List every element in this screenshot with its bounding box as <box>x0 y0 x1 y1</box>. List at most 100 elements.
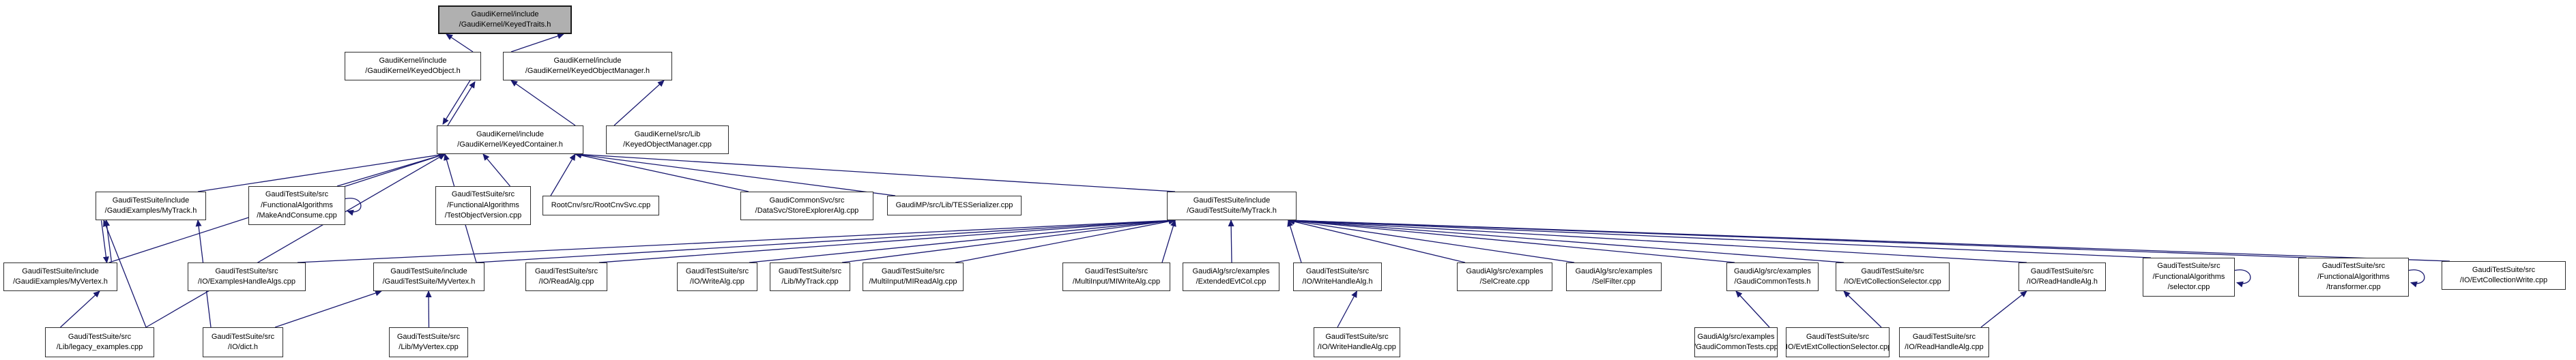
graph-node-writehandlealg-cpp[interactable]: GaudiTestSuite/src/IO/WriteHandleAlg.cpp <box>1314 327 1400 357</box>
node-label-line: GaudiTestSuite/include <box>112 196 190 205</box>
graph-node-storeexpltoreralg-cpp[interactable]: GaudiCommonSvc/src/DataSvc/StoreExplorer… <box>740 192 873 220</box>
node-label-line: GaudiKernel/include <box>471 10 539 18</box>
node-label-line: GaudiTestSuite/include <box>1193 196 1271 205</box>
node-label-line: GaudiTestSuite/include <box>22 267 99 275</box>
graph-node-transformer-cpp[interactable]: GaudiTestSuite/src/FunctionalAlgorithms/… <box>2298 258 2409 297</box>
node-label-line: /IO/dict.h <box>227 343 259 351</box>
node-label-line: GaudiKernel/include <box>553 56 622 65</box>
include-edge <box>297 217 1176 263</box>
graph-node-gaudiexamples-myvertex-h[interactable]: GaudiTestSuite/include/GaudiExamples/MyV… <box>3 262 117 291</box>
include-edge <box>446 80 476 127</box>
graph-node-testobjectversion-cpp[interactable]: GaudiTestSuite/src/FunctionalAlgorithms/… <box>435 186 531 225</box>
graph-node-legacy-examples-cpp[interactable]: GaudiTestSuite/src/Lib/legacy_examples.c… <box>45 327 154 357</box>
node-label-line: GaudiAlg/src/examples <box>1697 332 1775 341</box>
node-label-line: GaudiAlg/src/examples <box>1733 267 1812 275</box>
graph-node-evtextcollectionselector-cpp[interactable]: GaudiTestSuite/src/IO/EvtExtCollectionSe… <box>1786 327 1890 357</box>
graph-node-mireadalg-cpp[interactable]: GaudiTestSuite/src/MultiInput/MIReadAlg.… <box>863 262 964 291</box>
node-label-line: GaudiTestSuite/src <box>396 332 461 341</box>
graph-node-selector-cpp[interactable]: GaudiTestSuite/src/FunctionalAlgorithms/… <box>2143 258 2235 297</box>
graph-node-keyedcontainer-h[interactable]: GaudiKernel/include/GaudiKernel/KeyedCon… <box>437 125 583 154</box>
include-edge <box>1228 220 1234 263</box>
node-label-line: GaudiTestSuite/src <box>1325 332 1389 341</box>
node-label-line: GaudiCommonSvc/src <box>769 196 845 205</box>
graph-node-readhandlealg-cpp[interactable]: GaudiTestSuite/src/IO/ReadHandleAlg.cpp <box>1899 327 1989 357</box>
node-label-line: GaudiTestSuite/src <box>2472 265 2536 274</box>
node-label-line: /IO/WriteAlg.cpp <box>690 278 744 286</box>
include-edge <box>575 152 749 192</box>
node-label-line: /IO/EvtExtCollectionSelector.cpp <box>1786 343 1890 351</box>
include-edge <box>1980 290 2027 328</box>
include-edge <box>1288 217 1735 263</box>
graph-node-gauditestsuite-mytrack-h[interactable]: GaudiTestSuite/include/GaudiTestSuite/My… <box>1167 192 1297 220</box>
node-label-line: GaudiTestSuite/src <box>68 332 132 341</box>
node-label-line: /DataSvc/StoreExplorerAlg.cpp <box>755 207 859 215</box>
include-edge <box>1288 217 2450 262</box>
node-label-line: /GaudiTestSuite/MyTrack.h <box>1187 207 1277 215</box>
include-edge <box>1287 220 1302 263</box>
graph-node-readalg-cpp[interactable]: GaudiTestSuite/src/IO/ReadAlg.cpp <box>525 262 607 291</box>
node-label-line: /Lib/legacy_examples.cpp <box>56 343 143 351</box>
include-edge <box>482 153 510 187</box>
include-edge <box>510 33 564 52</box>
graph-node-keyedobjectmanager-cpp[interactable]: GaudiKernel/src/Lib/KeyedObjectManager.c… <box>606 125 729 154</box>
node-label-line: /ExtendedEvtCol.cpp <box>1196 278 1267 286</box>
graph-node-io-dict-h[interactable]: GaudiTestSuite/src/IO/dict.h <box>203 327 283 357</box>
graph-node-gauditestsuite-myvertex-h[interactable]: GaudiTestSuite/include/GaudiTestSuite/My… <box>373 262 484 291</box>
node-label-line: GaudiTestSuite/src <box>685 267 749 275</box>
node-label-line: GaudiTestSuite/src <box>215 267 278 275</box>
graph-node-miwritealg-cpp[interactable]: GaudiTestSuite/src/MultiInput/MIWriteAlg… <box>1062 262 1170 291</box>
node-label-line: GaudiTestSuite/src <box>778 267 842 275</box>
graph-node-writealg-cpp[interactable]: GaudiTestSuite/src/IO/WriteAlg.cpp <box>677 262 757 291</box>
graph-node-gaudicommontests-h[interactable]: GaudiAlg/src/examples/GaudiCommonTests.h <box>1726 262 1819 291</box>
include-edge <box>613 80 665 126</box>
graph-node-gaudiexamples-mytrack-h[interactable]: GaudiTestSuite/include/GaudiExamples/MyT… <box>96 192 206 220</box>
include-edge <box>1288 217 2027 263</box>
node-label-line: /FunctionalAlgorithms <box>261 200 333 209</box>
graph-node-keyedobjectmanager-h[interactable]: GaudiKernel/include/GaudiKernel/KeyedObj… <box>503 52 672 80</box>
graph-node-writehandlealg-h[interactable]: GaudiTestSuite/src/IO/WriteHandleAlg.h <box>1293 262 1382 291</box>
include-edge <box>575 151 1176 192</box>
node-label-line: /IO/ReadHandleAlg.cpp <box>1905 343 1984 351</box>
node-label-line: /GaudiKernel/KeyedObject.h <box>365 67 461 75</box>
include-edge <box>1735 290 1770 328</box>
node-label-line: /MakeAndConsume.cpp <box>257 211 337 220</box>
graph-node-keyedobject-h[interactable]: GaudiKernel/include/GaudiKernel/KeyedObj… <box>345 52 481 80</box>
graph-node-makeandconsume-cpp[interactable]: GaudiTestSuite/src/FunctionalAlgorithms/… <box>248 186 345 225</box>
node-label-line: GaudiTestSuite/src <box>1861 267 1924 275</box>
self-include-edge <box>2408 269 2425 288</box>
node-label-line: /transformer.cpp <box>2326 283 2381 292</box>
include-edge <box>1161 220 1176 263</box>
node-label-line: GaudiTestSuite/src <box>534 267 598 275</box>
node-label-line: /KeyedObjectManager.cpp <box>623 140 712 149</box>
node-label-line: /GaudiKernel/KeyedTraits.h <box>459 20 551 29</box>
node-label-line: /GaudiKernel/KeyedObjectManager.h <box>525 67 650 75</box>
graph-node-rootcnvsvc-cpp[interactable]: RootCnv/src/RootCnvSvc.cpp <box>542 196 659 215</box>
self-include-edge <box>2234 269 2251 288</box>
node-label-line: GaudiTestSuite/src <box>2157 262 2220 271</box>
graph-node-gaudicommontests-cpp[interactable]: GaudiAlg/src/examples/GaudiCommonTests.c… <box>1694 327 1778 357</box>
include-edge <box>60 290 100 328</box>
include-edge <box>1288 217 1575 263</box>
node-label-line: GaudiTestSuite/src <box>1912 332 1976 341</box>
graph-node-exampleshandlealgs-cpp[interactable]: GaudiTestSuite/src/IO/ExamplesHandleAlgs… <box>188 262 306 291</box>
node-label-line: /IO/WriteHandleAlg.cpp <box>1318 343 1396 351</box>
node-label-line: /GaudiKernel/KeyedContainer.h <box>457 140 563 149</box>
include-edge <box>145 153 446 328</box>
include-edge <box>446 33 474 52</box>
node-label-line: /IO/EvtCollectionWrite.cpp <box>2459 276 2548 284</box>
include-edge <box>575 151 896 196</box>
node-label-line: /GaudiExamples/MyVertex.h <box>13 278 108 286</box>
graph-node-selcreate-cpp[interactable]: GaudiAlg/src/examples/SelCreate.cpp <box>1457 262 1552 291</box>
include-edge <box>197 151 446 192</box>
graph-node-myvertex-cpp[interactable]: GaudiTestSuite/src/Lib/MyVertex.cpp <box>389 327 468 357</box>
graph-node-mytrack-cpp[interactable]: GaudiTestSuite/src/Lib/MyTrack.cpp <box>770 262 850 291</box>
graph-node-evtcollectionselector-cpp[interactable]: GaudiTestSuite/src/IO/EvtCollectionSelec… <box>1836 262 1950 291</box>
include-edge <box>100 220 109 264</box>
graph-node-readhandlealg-h[interactable]: GaudiTestSuite/src/IO/ReadHandleAlg.h <box>2018 262 2106 291</box>
graph-node-evtcollectionwrite-cpp[interactable]: GaudiTestSuite/src/IO/EvtCollectionWrite… <box>2442 261 2566 290</box>
node-label-line: GaudiMP/src/Lib/TESSerializer.cpp <box>895 200 1013 209</box>
graph-node-extendedevtcol-cpp[interactable]: GaudiAlg/src/examples/ExtendedEvtCol.cpp <box>1183 262 1279 291</box>
graph-node-tesserializer-cpp[interactable]: GaudiMP/src/Lib/TESSerializer.cpp <box>887 196 1022 215</box>
graph-node-selfilter-cpp[interactable]: GaudiAlg/src/examples/SelFilter.cpp <box>1566 262 1662 291</box>
node-label-line: GaudiTestSuite/src <box>1806 332 1870 341</box>
